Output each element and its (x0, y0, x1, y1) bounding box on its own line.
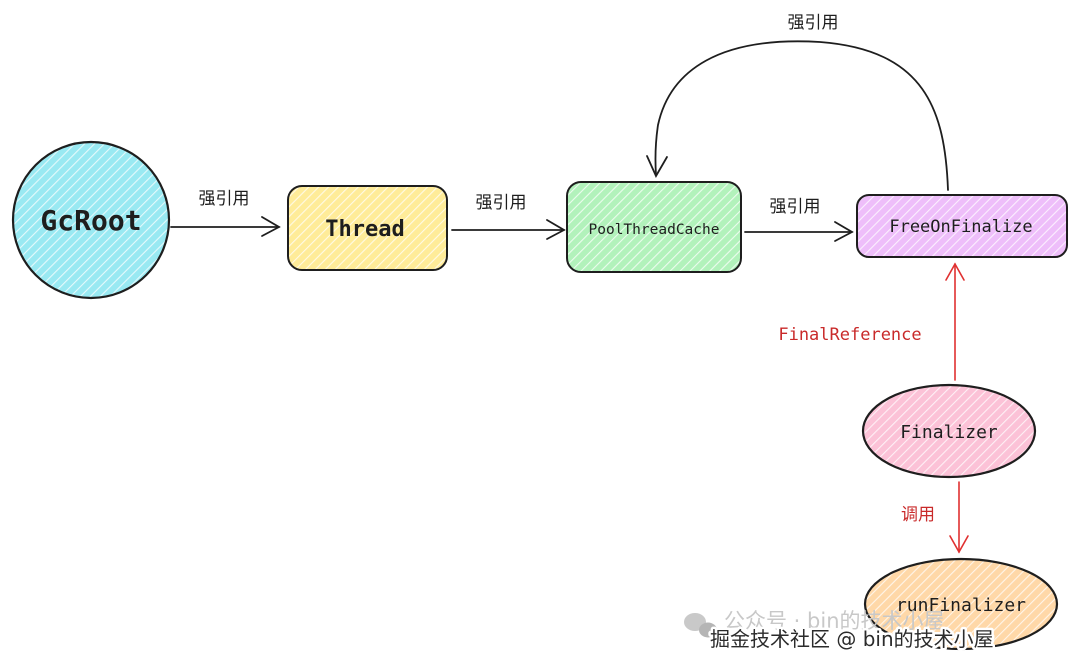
node-finalizer: Finalizer (861, 383, 1037, 479)
watermark-line1: 公众号 · bin的技术小屋 (724, 609, 945, 633)
node-finalizer-label: Finalizer (900, 422, 998, 443)
edge-label-gcroot-thread: 强引用 (199, 189, 250, 209)
wechat-icon (684, 613, 717, 638)
node-freeonfinalize-label: FreeOnFinalize (889, 217, 1032, 237)
edge-label-pool-free: 强引用 (770, 197, 821, 217)
node-gcroot: GcRoot (11, 140, 171, 300)
edge-label-thread-pool: 强引用 (476, 193, 527, 213)
edge-thread-pool (451, 219, 566, 240)
node-runfinalizer: runFinalizer (863, 557, 1059, 651)
edge-label-finalizer-free: FinalReference (778, 325, 921, 345)
node-thread: Thread (287, 185, 448, 271)
edge-label-free-pool-loop: 强引用 (788, 13, 839, 33)
node-thread-label: Thread (325, 217, 404, 242)
watermark-line2: 掘金技术社区 @ bin的技术小屋 (710, 627, 994, 651)
edge-label-finalizer-run: 调用 (901, 505, 935, 525)
node-poolthreadcache: PoolThreadCache (566, 181, 742, 273)
edge-pool-free (744, 221, 854, 242)
edge-free-pool-loop (646, 40, 949, 191)
node-poolthreadcache-label: PoolThreadCache (589, 222, 720, 238)
node-gcroot-label: GcRoot (40, 204, 141, 237)
watermark: 公众号 · bin的技术小屋 ​ 掘金技术社区 @ bin的技术小屋 掘金技术社… (684, 609, 996, 654)
node-runfinalizer-label: runFinalizer (896, 595, 1026, 616)
edge-finalizer-free (945, 262, 965, 381)
edge-gcroot-thread (170, 216, 281, 237)
edge-finalizer-run (949, 481, 969, 554)
watermark-line2-halo: 掘金技术社区 @ bin的技术小屋 (710, 627, 994, 651)
node-freeonfinalize: FreeOnFinalize (856, 194, 1068, 258)
